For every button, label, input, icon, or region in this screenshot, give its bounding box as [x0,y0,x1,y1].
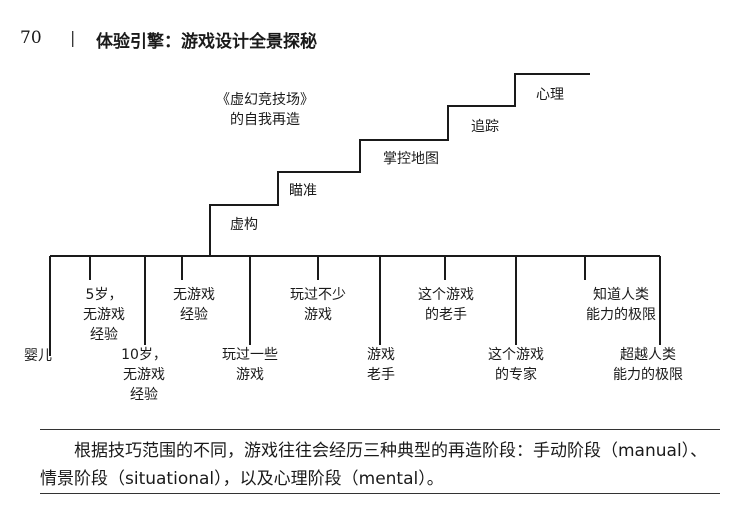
staircase-outline [209,73,590,236]
book-title: 体验引擎：游戏设计全景探秘 [96,32,317,52]
skill-label-lower: 这个游戏的专家 [488,347,544,383]
skill-label-lower: 游戏老手 [367,347,395,383]
step-label: 追踪 [471,119,499,135]
skill-label-lower: 婴儿 [24,348,52,364]
caption-top-rule [40,429,720,430]
step-label: 瞄准 [289,183,317,199]
caption-text: 根据技巧范围的不同，游戏往往会经历三种典型的再造阶段：手动阶段（manual）、… [40,441,708,489]
skill-label-lower: 玩过一些游戏 [222,347,278,383]
step-label: 掌控地图 [383,151,439,167]
skill-label-upper: 无游戏经验 [173,287,215,323]
skill-label-lower: 超越人类能力的极限 [613,347,683,383]
skill-label-upper: 玩过不少游戏 [290,287,346,323]
page-number: 70 [20,28,42,48]
skill-label-lower: 10岁，无游戏经验 [121,347,167,403]
step-label: 心理 [536,87,564,103]
skill-label-upper: 这个游戏的老手 [418,287,474,323]
caption-bottom-rule [40,493,720,494]
game-label: 《虚幻竞技场》的自我再造 [216,92,314,128]
figure-caption: 根据技巧范围的不同，游戏往往会经历三种典型的再造阶段：手动阶段（manual）、… [40,437,720,493]
header-separator: | [70,28,76,47]
skill-label-upper: 5岁，无游戏经验 [83,287,125,343]
step-label: 虚构 [230,217,258,233]
skill-label-upper: 知道人类能力的极限 [586,287,656,323]
